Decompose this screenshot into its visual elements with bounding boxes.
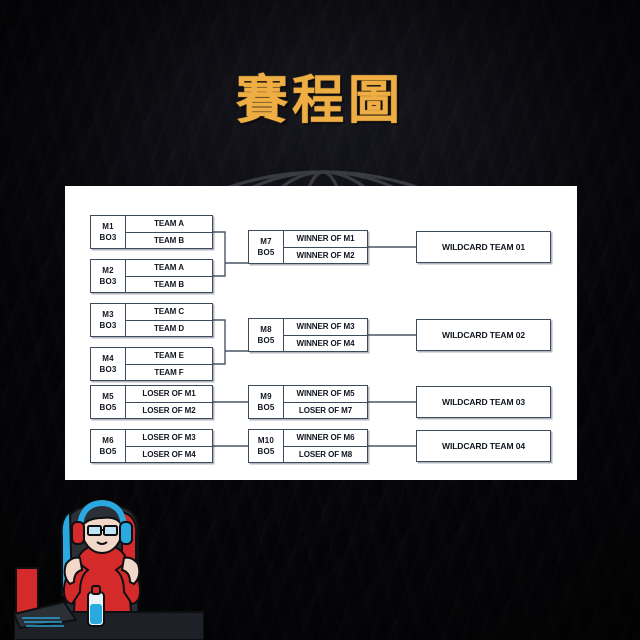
match-code-text: M1 bbox=[102, 222, 114, 231]
match-format-text: BO5 bbox=[257, 403, 275, 412]
match-slot[interactable]: TEAM B bbox=[126, 275, 212, 293]
match-slot[interactable]: WINNER OF M1 bbox=[296, 234, 355, 244]
match-code-m7: M7 BO5 bbox=[249, 231, 284, 263]
result-box-wildcard-01[interactable]: WILDCARD TEAM 01 bbox=[416, 231, 551, 263]
match-slots: TEAM A TEAM B bbox=[126, 216, 212, 248]
match-slots: TEAM E TEAM F bbox=[126, 348, 212, 380]
match-format-text: BO5 bbox=[257, 447, 275, 456]
match-slot[interactable]: WINNER OF M6 bbox=[296, 433, 355, 443]
match-box-m6[interactable]: M6 BO5 LOSER OF M3 LOSER OF M4 bbox=[90, 429, 213, 463]
match-slots: LOSER OF M1 LOSER OF M2 bbox=[126, 386, 212, 418]
match-slots: WINNER OF M3 WINNER OF M4 bbox=[284, 319, 367, 351]
match-slots: WINNER OF M5 LOSER OF M7 bbox=[284, 386, 367, 418]
match-slot[interactable]: WINNER OF M3 bbox=[296, 322, 355, 332]
match-code-m1: M1 BO3 bbox=[91, 216, 126, 248]
match-slot[interactable]: LOSER OF M1 bbox=[142, 389, 196, 399]
match-slot[interactable]: WINNER OF M4 bbox=[284, 334, 367, 352]
match-box-m4[interactable]: M4 BO3 TEAM E TEAM F bbox=[90, 347, 213, 381]
match-code-m2: M2 BO3 bbox=[91, 260, 126, 292]
match-code-text: M6 bbox=[102, 436, 114, 445]
match-slot[interactable]: WINNER OF M5 bbox=[296, 389, 355, 399]
match-code-m9: M9 BO5 bbox=[249, 386, 284, 418]
gamer-at-desk-illustration bbox=[14, 499, 204, 640]
match-box-m7[interactable]: M7 BO5 WINNER OF M1 WINNER OF M2 bbox=[248, 230, 368, 264]
match-slot[interactable]: TEAM E bbox=[154, 351, 184, 361]
match-code-text: M3 bbox=[102, 310, 114, 319]
match-slot[interactable]: TEAM C bbox=[153, 307, 185, 317]
match-code-text: M10 bbox=[257, 436, 275, 445]
match-slots: WINNER OF M1 WINNER OF M2 bbox=[284, 231, 367, 263]
match-format-text: BO3 bbox=[99, 233, 117, 242]
match-box-m1[interactable]: M1 BO3 TEAM A TEAM B bbox=[90, 215, 213, 249]
page-title: 賽程圖 bbox=[235, 71, 404, 131]
match-slots: WINNER OF M6 LOSER OF M8 bbox=[284, 430, 367, 462]
match-code-text: M7 bbox=[260, 237, 272, 246]
match-box-m5[interactable]: M5 BO5 LOSER OF M1 LOSER OF M2 bbox=[90, 385, 213, 419]
match-box-m2[interactable]: M2 BO3 TEAM A TEAM B bbox=[90, 259, 213, 293]
match-format-text: BO5 bbox=[257, 336, 275, 345]
match-format-text: BO5 bbox=[99, 403, 117, 412]
match-slot[interactable]: TEAM A bbox=[154, 263, 184, 273]
match-slot[interactable]: TEAM B bbox=[126, 231, 212, 249]
match-slot[interactable]: LOSER OF M7 bbox=[284, 401, 367, 419]
match-format-text: BO5 bbox=[257, 248, 275, 257]
match-box-m3[interactable]: M3 BO3 TEAM C TEAM D bbox=[90, 303, 213, 337]
match-code-text: M2 bbox=[102, 266, 114, 275]
match-format-text: BO3 bbox=[99, 365, 117, 374]
match-code-text: M8 bbox=[260, 325, 272, 334]
match-format-text: BO3 bbox=[99, 277, 117, 286]
bracket-diagram: M1 BO3 TEAM A TEAM B M2 BO3 TEAM A TEAM … bbox=[65, 186, 577, 480]
bracket-panel: M1 BO3 TEAM A TEAM B M2 BO3 TEAM A TEAM … bbox=[65, 186, 577, 480]
match-code-m6: M6 BO5 bbox=[91, 430, 126, 462]
match-code-m10: M10 BO5 bbox=[249, 430, 284, 462]
match-code-text: M9 bbox=[260, 392, 272, 401]
result-box-wildcard-02[interactable]: WILDCARD TEAM 02 bbox=[416, 319, 551, 351]
match-slots: LOSER OF M3 LOSER OF M4 bbox=[126, 430, 212, 462]
match-slot[interactable]: TEAM F bbox=[126, 363, 212, 381]
match-box-m8[interactable]: M8 BO5 WINNER OF M3 WINNER OF M4 bbox=[248, 318, 368, 352]
result-box-wildcard-04[interactable]: WILDCARD TEAM 04 bbox=[416, 430, 551, 462]
match-code-m3: M3 BO3 bbox=[91, 304, 126, 336]
match-slots: TEAM A TEAM B bbox=[126, 260, 212, 292]
match-slot[interactable]: TEAM A bbox=[154, 219, 184, 229]
match-format-text: BO5 bbox=[99, 447, 117, 456]
match-code-m8: M8 BO5 bbox=[249, 319, 284, 351]
match-code-m5: M5 BO5 bbox=[91, 386, 126, 418]
match-code-m4: M4 BO3 bbox=[91, 348, 126, 380]
result-box-wildcard-03[interactable]: WILDCARD TEAM 03 bbox=[416, 386, 551, 418]
match-box-m9[interactable]: M9 BO5 WINNER OF M5 LOSER OF M7 bbox=[248, 385, 368, 419]
match-slot[interactable]: LOSER OF M4 bbox=[126, 445, 212, 463]
match-slot[interactable]: TEAM D bbox=[126, 319, 212, 337]
match-slot[interactable]: LOSER OF M3 bbox=[142, 433, 196, 443]
match-box-m10[interactable]: M10 BO5 WINNER OF M6 LOSER OF M8 bbox=[248, 429, 368, 463]
match-slot[interactable]: LOSER OF M8 bbox=[284, 445, 367, 463]
match-slot[interactable]: WINNER OF M2 bbox=[284, 246, 367, 264]
match-format-text: BO3 bbox=[99, 321, 117, 330]
match-slots: TEAM C TEAM D bbox=[126, 304, 212, 336]
match-slot[interactable]: LOSER OF M2 bbox=[126, 401, 212, 419]
match-code-text: M4 bbox=[102, 354, 114, 363]
match-code-text: M5 bbox=[102, 392, 114, 401]
